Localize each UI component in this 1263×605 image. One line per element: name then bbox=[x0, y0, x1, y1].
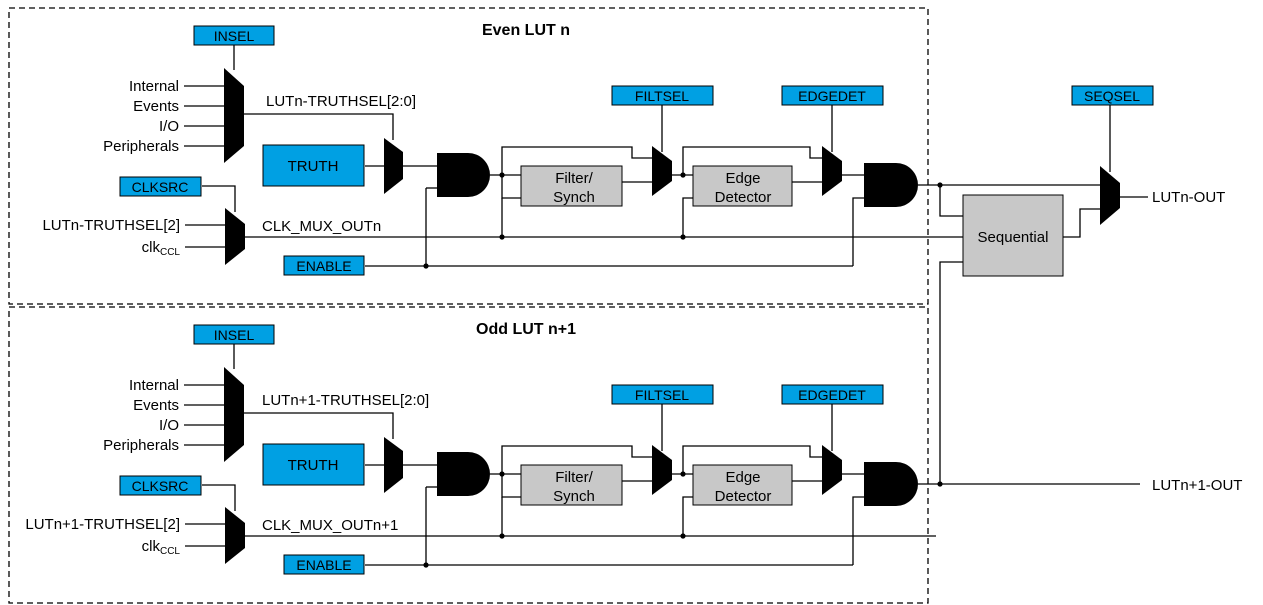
input-label-io: I/O bbox=[159, 417, 179, 434]
insel-register: INSEL bbox=[214, 327, 255, 343]
filter-synch-block: Filter/Synch bbox=[553, 170, 595, 206]
input-label-io: I/O bbox=[159, 118, 179, 135]
truthsel-label: LUTn-TRUTHSEL[2:0] bbox=[266, 93, 416, 110]
truthsel-label: LUTn+1-TRUTHSEL[2:0] bbox=[262, 392, 429, 409]
enable-register: ENABLE bbox=[296, 258, 351, 274]
edgedet-register: EDGEDET bbox=[798, 387, 866, 403]
odd-lut-section: Odd LUT n+1 INSEL Internal Events I/O Pe… bbox=[8, 306, 937, 604]
enable-register: ENABLE bbox=[296, 557, 351, 573]
filtsel-register: FILTSEL bbox=[635, 387, 689, 403]
input-label-peripherals: Peripherals bbox=[103, 138, 179, 155]
seqsel-register: SEQSEL bbox=[1084, 88, 1140, 104]
input-label-events: Events bbox=[133, 397, 179, 414]
truth-register: TRUTH bbox=[288, 457, 339, 474]
sequential-block: Sequential bbox=[978, 229, 1049, 246]
input-label-peripherals: Peripherals bbox=[103, 437, 179, 454]
section-title: Even LUT n bbox=[482, 22, 570, 39]
clk-mux-out-label: CLK_MUX_OUTn+1 bbox=[262, 517, 398, 534]
clk-input-clkccl: clkCCL bbox=[142, 538, 181, 557]
truth-register: TRUTH bbox=[288, 158, 339, 175]
input-label-events: Events bbox=[133, 98, 179, 115]
clk-mux-out-label: CLK_MUX_OUTn bbox=[262, 218, 381, 235]
clk-input-clkccl: clkCCL bbox=[142, 239, 181, 258]
even-lut-section: Even LUT n INSEL Internal Events I/O Per… bbox=[8, 7, 937, 305]
filter-synch-block: Filter/Synch bbox=[553, 469, 595, 505]
insel-register: INSEL bbox=[214, 28, 255, 44]
lutn-out-label: LUTn-OUT bbox=[1152, 189, 1225, 206]
shared-output-logic: Sequential SEQSEL LUTn-OUT LUTn+1-OUT bbox=[918, 85, 1242, 494]
clk-input-truthsel: LUTn+1-TRUTHSEL[2] bbox=[25, 516, 180, 533]
clksrc-register: CLKSRC bbox=[132, 478, 189, 494]
section-title: Odd LUT n+1 bbox=[476, 321, 576, 338]
filtsel-register: FILTSEL bbox=[635, 88, 689, 104]
lutn1-out-label: LUTn+1-OUT bbox=[1152, 477, 1242, 494]
input-label-internal: Internal bbox=[129, 78, 179, 95]
clk-input-truthsel: LUTn-TRUTHSEL[2] bbox=[42, 217, 180, 234]
input-label-internal: Internal bbox=[129, 377, 179, 394]
edgedet-register: EDGEDET bbox=[798, 88, 866, 104]
clksrc-register: CLKSRC bbox=[132, 179, 189, 195]
